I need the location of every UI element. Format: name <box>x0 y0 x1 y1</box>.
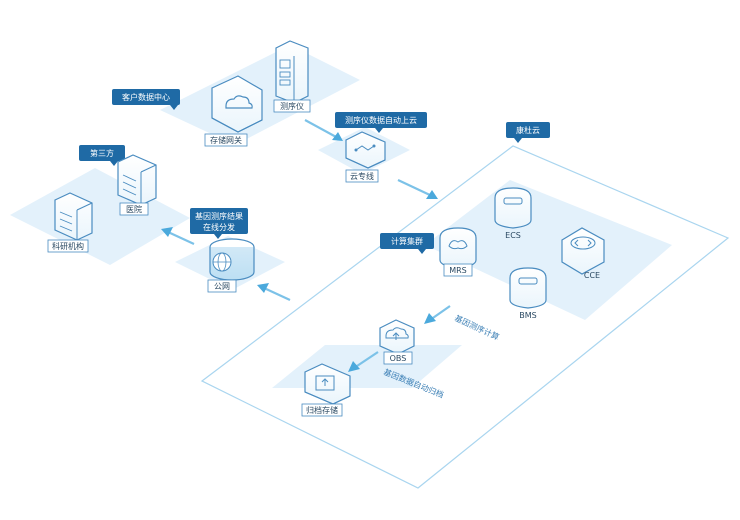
third-party-tag: 第三方 <box>79 145 125 166</box>
mrs-label: MRS <box>449 266 467 275</box>
arrow-cloud-to-publicnet <box>257 283 291 301</box>
obs-cloud-icon <box>385 327 409 340</box>
obs-label-bg <box>383 351 413 365</box>
mrs-label-bg <box>443 263 473 277</box>
obs-node[interactable] <box>379 319 415 355</box>
archive-node[interactable] <box>304 363 351 405</box>
research-node[interactable] <box>54 192 93 241</box>
ecs-label: ECS <box>505 231 521 240</box>
archive-icon <box>315 375 335 391</box>
obs-label: OBS <box>390 354 407 363</box>
cloud-storage-icon <box>225 95 253 109</box>
storage-gateway-label: 存储网关 <box>210 135 242 145</box>
hospital-label-bg <box>119 202 149 216</box>
cloud-tag: 康杜云 <box>506 122 550 143</box>
cluster-tag-text: 计算集群 <box>391 236 423 246</box>
public-net-label: 公网 <box>214 282 230 291</box>
sequencer-node[interactable] <box>275 40 309 104</box>
cce-label: CCE <box>584 271 600 280</box>
arrow-cluster-to-obs <box>424 305 451 324</box>
cluster-platform <box>425 180 672 320</box>
arrow-sequencer-to-cloudline <box>304 119 343 141</box>
ecs-icon <box>503 197 523 205</box>
sequencer-label: 测序仪 <box>280 101 304 111</box>
hospital-label: 医院 <box>126 204 142 214</box>
hospital-node[interactable] <box>117 154 157 206</box>
cce-icon <box>570 236 596 250</box>
archive-label-bg <box>301 403 343 417</box>
cce-node[interactable] <box>561 227 605 275</box>
cloud-line-label-bg <box>345 169 379 183</box>
bms-label: BMS <box>519 311 536 320</box>
auto-upload-tag-text: 测序仪数据自动上云 <box>345 115 417 125</box>
hospital-building-icon <box>122 174 137 196</box>
bms-node[interactable] <box>509 267 547 309</box>
distribution-tag-line2: 在线分发 <box>203 222 235 232</box>
cloud-link-icon <box>354 144 376 152</box>
arrow-cloudline-to-cloud <box>397 179 438 199</box>
sequencer-label-bg <box>273 99 311 113</box>
cloud-line-label: 云专线 <box>350 171 374 181</box>
arrow-obs-to-archive <box>348 351 379 372</box>
globe-icon <box>212 252 232 272</box>
cloud-line-node[interactable] <box>345 131 386 169</box>
cluster-tag: 计算集群 <box>380 233 434 254</box>
third-party-platform <box>10 168 190 265</box>
ecs-node[interactable] <box>494 187 532 229</box>
storage-gateway-label-bg <box>204 133 248 147</box>
archive-label: 归档存储 <box>306 405 338 415</box>
third-party-tag-text: 第三方 <box>90 148 114 158</box>
storage-gateway-node[interactable] <box>211 75 263 133</box>
mrs-icon <box>448 240 468 250</box>
research-building-icon <box>59 211 73 232</box>
public-net-node[interactable] <box>209 238 255 281</box>
cloud-tag-text: 康杜云 <box>516 125 540 135</box>
public-net-label-bg <box>207 279 237 293</box>
customer-dc-tag: 客户数据中心 <box>112 89 180 110</box>
sequencer-icon <box>279 59 291 86</box>
auto-upload-tag: 测序仪数据自动上云 <box>335 112 427 133</box>
mrs-node[interactable] <box>439 227 477 269</box>
research-label-bg <box>47 239 89 253</box>
arrow-publicnet-to-thirdparty <box>161 227 195 245</box>
research-label: 科研机构 <box>52 241 84 251</box>
distribution-tag: 基因测序结果 在线分发 <box>190 208 248 239</box>
distribution-tag-line1: 基因测序结果 <box>195 211 243 221</box>
customer-dc-tag-text: 客户数据中心 <box>122 92 170 102</box>
bms-icon <box>518 277 538 285</box>
